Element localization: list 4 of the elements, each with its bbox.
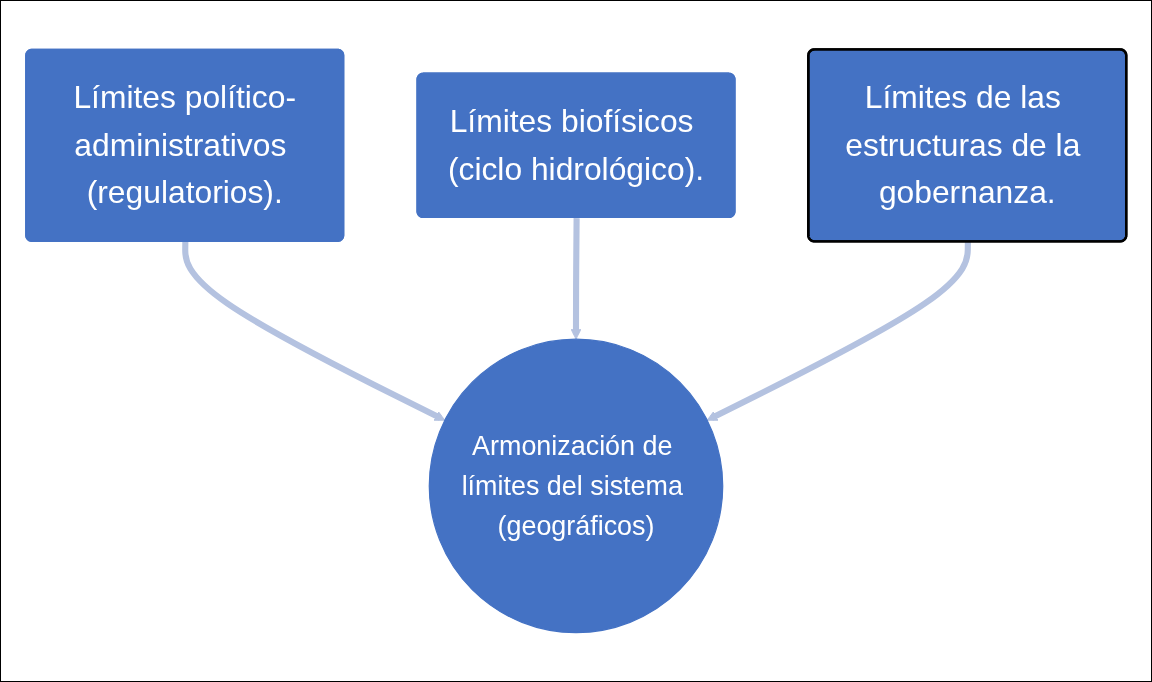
arrow [706, 241, 971, 421]
arrow [570, 218, 582, 340]
arrow [182, 241, 446, 421]
node-circle: Armonización de límites del sistema (geográficos) [428, 338, 724, 634]
